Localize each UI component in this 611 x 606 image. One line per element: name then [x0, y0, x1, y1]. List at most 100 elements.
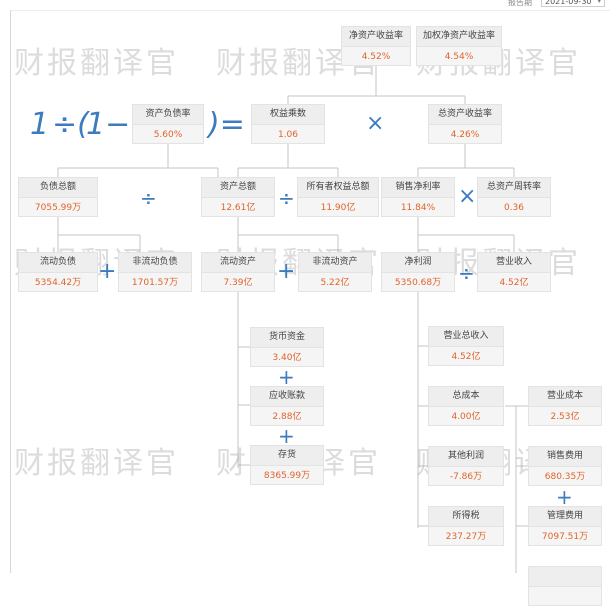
node-value: -7.86万: [449, 472, 483, 482]
chevron-down-icon: ▾: [597, 0, 601, 5]
node-value: 7097.51万: [541, 532, 589, 542]
node-label: 非流动资产: [299, 253, 371, 273]
node-label: 负债总额: [19, 178, 97, 198]
node-other-items[interactable]: 其他利润 -7.86万: [428, 446, 504, 486]
node-label: 净资产收益率: [342, 27, 410, 47]
node-label: 净利润: [382, 253, 454, 273]
node-partial-next[interactable]: [528, 566, 602, 606]
node-value: 1.06: [277, 130, 299, 140]
formula-one-minus: 1−: [86, 107, 131, 142]
times-operator: ×: [366, 111, 385, 136]
divide-operator: ÷: [458, 261, 475, 285]
node-noncurrent-liabilities[interactable]: 非流动负债 1701.57万: [118, 252, 192, 292]
node-operating-cost[interactable]: 营业成本 2.53亿: [528, 386, 602, 426]
node-label: 营业收入: [478, 253, 550, 273]
node-value: 11.90亿: [320, 203, 356, 213]
node-equity-multiplier[interactable]: 权益乘数 1.06: [251, 104, 325, 144]
node-label: 总资产周转率: [478, 178, 550, 198]
divide-operator: ÷: [140, 186, 157, 210]
node-owner-equity[interactable]: 所有者权益总额 11.90亿: [297, 177, 379, 217]
node-value: 5.60%: [153, 130, 183, 140]
node-label: 营业总收入: [429, 327, 503, 347]
node-label: 管理费用: [529, 507, 601, 527]
node-value: 11.84%: [400, 203, 436, 213]
node-label: 货币资金: [251, 328, 323, 348]
node-label: 权益乘数: [252, 105, 324, 125]
divide-operator: ÷: [278, 186, 295, 210]
node-value: 8365.99万: [263, 471, 311, 481]
node-label: 资产负债率: [133, 105, 203, 125]
node-roe[interactable]: 净资产收益率 4.52%: [341, 26, 411, 66]
node-value: 2.88亿: [272, 412, 302, 422]
node-value: 7.39亿: [223, 278, 253, 288]
node-label: 营业成本: [529, 387, 601, 407]
node-selling-expense[interactable]: 销售费用 680.35万: [528, 446, 602, 486]
node-label: 所有者权益总额: [298, 178, 378, 198]
formula-divide-paren: ÷(: [52, 107, 89, 142]
node-cash[interactable]: 货币资金 3.40亿: [250, 327, 324, 367]
node-admin-expense[interactable]: 管理费用 7097.51万: [528, 506, 602, 546]
node-net-margin[interactable]: 销售净利率 11.84%: [381, 177, 455, 217]
node-value: 3.40亿: [272, 353, 302, 363]
node-label: 流动资产: [202, 253, 274, 273]
node-value: 5354.42万: [34, 278, 82, 288]
node-value: 12.61亿: [220, 203, 256, 213]
plus-operator: +: [556, 485, 573, 509]
node-net-profit[interactable]: 净利润 5350.68万: [381, 252, 455, 292]
report-date-select[interactable]: 2021-09-30 ▾: [541, 0, 605, 7]
node-label: 资产总额: [202, 178, 274, 198]
formula-close-equals: )=: [208, 107, 245, 142]
node-value: 1701.57万: [131, 278, 179, 288]
plus-operator: +: [278, 365, 295, 389]
node-value: 2.53亿: [550, 412, 580, 422]
node-label: 销售费用: [529, 447, 601, 467]
node-value: 680.35万: [544, 472, 586, 482]
connector-lines: [57, 65, 528, 573]
node-value: 4.52%: [361, 52, 391, 62]
node-value: 4.52亿: [499, 278, 529, 288]
node-income-tax[interactable]: 所得税 237.27万: [428, 506, 504, 546]
node-value: 7055.99万: [34, 203, 82, 213]
node-value: 4.00亿: [451, 412, 481, 422]
plus-operator: +: [277, 259, 296, 284]
node-current-assets[interactable]: 流动资产 7.39亿: [201, 252, 275, 292]
node-label: 其他利润: [429, 447, 503, 467]
node-label: 总成本: [429, 387, 503, 407]
times-operator: ×: [458, 184, 477, 209]
node-label: 应收账款: [251, 387, 323, 407]
node-label: 非流动负债: [119, 253, 191, 273]
node-receivables[interactable]: 应收账款 2.88亿: [250, 386, 324, 426]
formula-one: 1: [30, 107, 50, 142]
node-current-liabilities[interactable]: 流动负债 5354.42万: [18, 252, 98, 292]
node-value: 5.22亿: [320, 278, 350, 288]
node-noncurrent-assets[interactable]: 非流动资产 5.22亿: [298, 252, 372, 292]
report-date-value: 2021-09-30: [545, 0, 592, 6]
node-label: 存货: [251, 446, 323, 466]
node-value: 4.26%: [450, 130, 480, 140]
node-total-revenue[interactable]: 营业总收入 4.52亿: [428, 326, 504, 366]
node-value: 0.36: [503, 203, 525, 213]
node-label: 流动负债: [19, 253, 97, 273]
node-revenue[interactable]: 营业收入 4.52亿: [477, 252, 551, 292]
top-bar: 报告期 2021-09-30 ▾: [0, 0, 611, 10]
node-weighted-roe[interactable]: 加权净资产收益率 4.54%: [416, 26, 502, 66]
node-roa[interactable]: 总资产收益率 4.26%: [428, 104, 502, 144]
node-label: 所得税: [429, 507, 503, 527]
node-total-assets[interactable]: 资产总额 12.61亿: [201, 177, 275, 217]
node-total-cost[interactable]: 总成本 4.00亿: [428, 386, 504, 426]
node-asset-turnover[interactable]: 总资产周转率 0.36: [477, 177, 551, 217]
report-period-label: 报告期: [508, 0, 532, 7]
node-value: 237.27万: [445, 532, 487, 542]
node-inventory[interactable]: 存货 8365.99万: [250, 445, 324, 485]
plus-operator: +: [278, 424, 295, 448]
plus-operator: +: [98, 259, 117, 284]
node-label: [529, 567, 601, 587]
diagram-frame: [10, 10, 610, 573]
node-value: 4.54%: [444, 52, 474, 62]
node-value: 5350.68万: [394, 278, 442, 288]
node-label: 总资产收益率: [429, 105, 501, 125]
node-label: 加权净资产收益率: [417, 27, 501, 47]
node-total-liabilities[interactable]: 负债总额 7055.99万: [18, 177, 98, 217]
node-label: 销售净利率: [382, 178, 454, 198]
node-debt-ratio[interactable]: 资产负债率 5.60%: [132, 104, 204, 144]
